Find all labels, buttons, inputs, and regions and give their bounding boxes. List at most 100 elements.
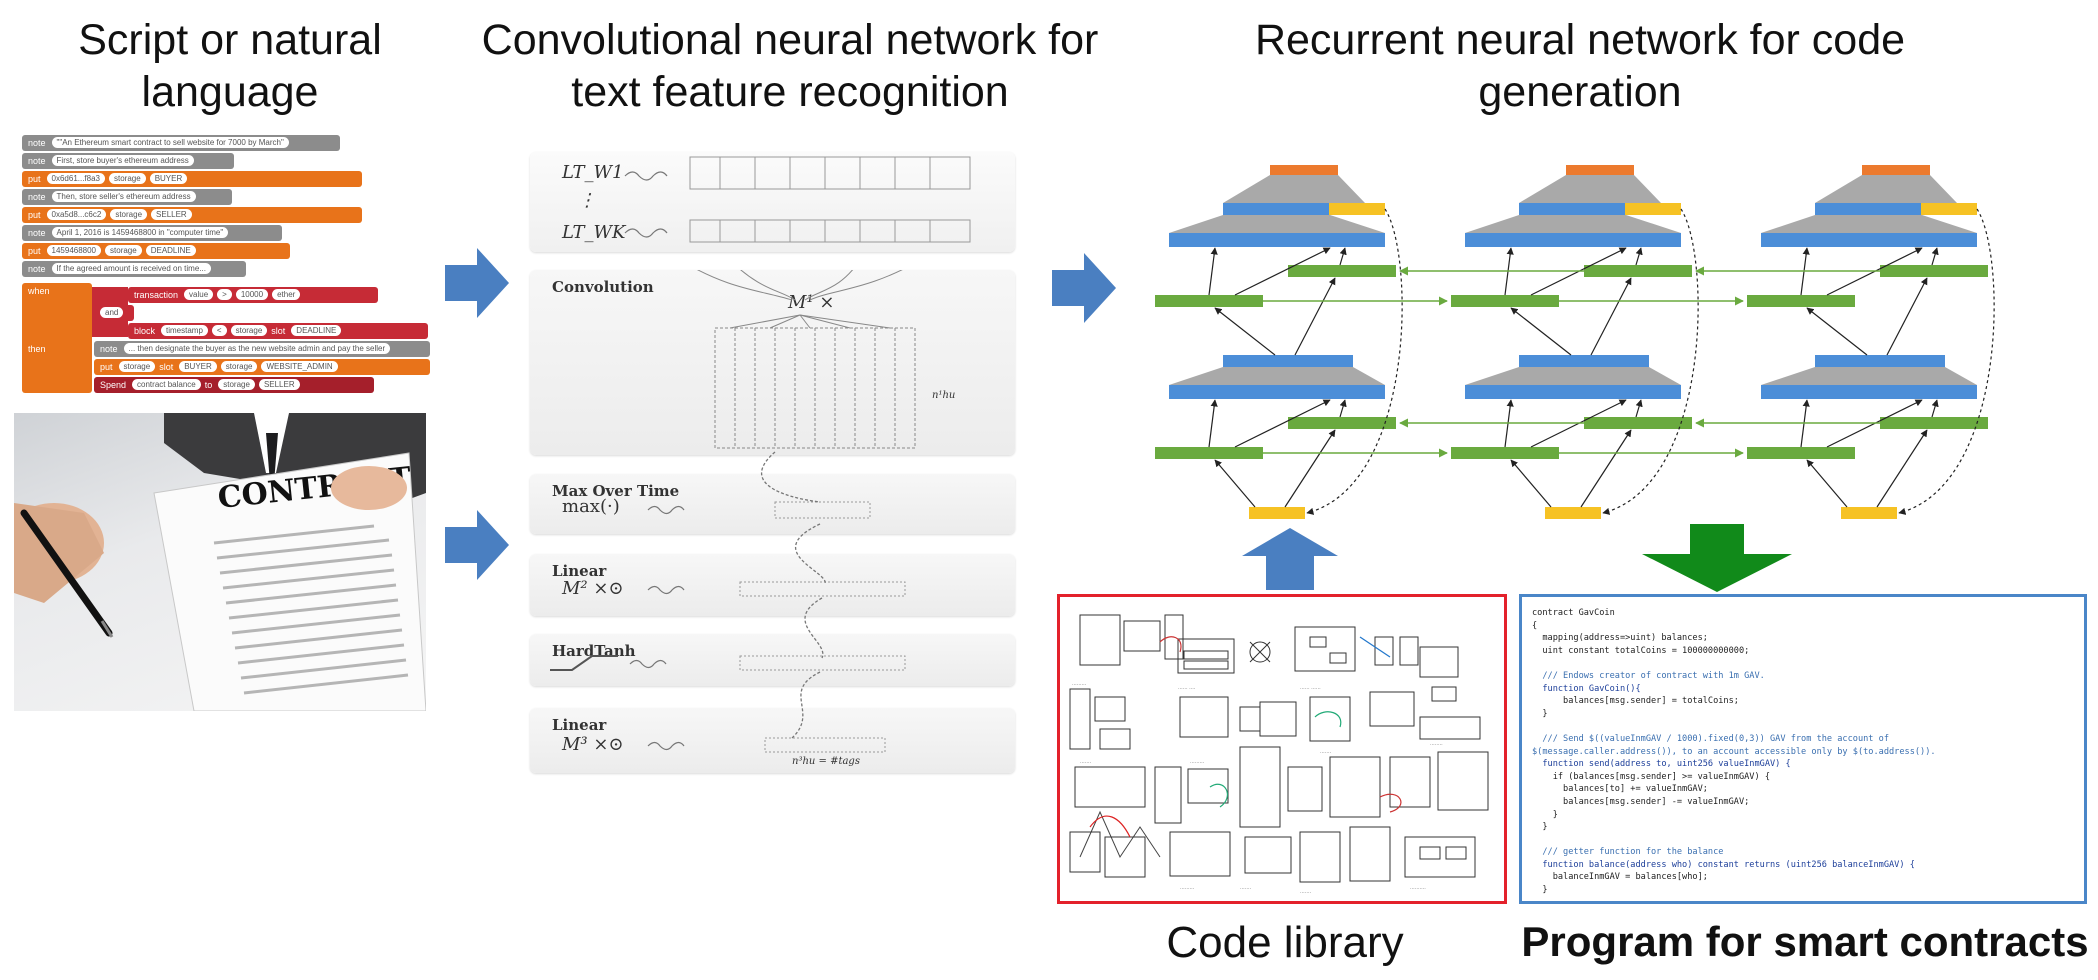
code-line: function send(address to, uint256 valueI… xyxy=(1532,759,1791,770)
rnn-heading-line-2: generation xyxy=(1478,68,1682,116)
svg-text:.........: ......... xyxy=(1190,759,1205,765)
script-blocks-panel: note""An Ethereum smart contract to sell… xyxy=(22,135,430,393)
rnn-unit xyxy=(1451,165,1698,519)
code-library-sketches: ............... .......... ...... ......… xyxy=(1069,614,1489,895)
program-caption: Program for smart contracts xyxy=(1521,918,2089,965)
cnn-dim-label: n¹hu xyxy=(932,390,956,401)
rnn-unit xyxy=(1747,165,1994,519)
rnn-heading-line-1: Recurrent neural network for code xyxy=(1254,16,1906,64)
script-when-label: when xyxy=(22,283,92,299)
code-line: uint constant totalCoins = 100000000000; xyxy=(1532,645,1750,656)
code-line: if (balances[msg.sender] >= valueInmGAV)… xyxy=(1532,771,1770,782)
code-library-box: ............... .......... ...... ......… xyxy=(1057,594,1507,904)
script-then-label: then xyxy=(22,341,92,357)
code-line: $(message.caller.address()), to an accou… xyxy=(1532,746,1936,757)
input-heading-line-2: language xyxy=(141,68,319,116)
cnn-stage-math: M³ ×⊙ xyxy=(562,734,624,755)
cnn-lookup-stage: LT_W1 ⋮ LT_WK xyxy=(530,152,1015,252)
right-arrow-icon xyxy=(445,248,509,318)
input-heading-line-1: Script or natural xyxy=(78,16,382,64)
svg-text:.......: ....... xyxy=(1320,749,1332,755)
code-line: balances[msg.sender] = totalCoins; xyxy=(1532,696,1739,707)
code-line: } xyxy=(1532,822,1548,833)
cnn-stage-label: Convolution xyxy=(552,278,654,296)
svg-text:...... ......: ...... ...... xyxy=(1300,685,1321,691)
cnn-stage-label: Linear xyxy=(552,562,607,580)
cnn-convolution-grid xyxy=(697,270,916,449)
cnn-linear-stage: Linear M³ ×⊙ n³hu = #tags xyxy=(530,708,1015,773)
svg-text:.......: ....... xyxy=(1080,759,1092,765)
hardtanh-curve-icon xyxy=(550,655,906,671)
script-and-label: and xyxy=(94,305,134,321)
cnn-output-cells xyxy=(647,737,886,753)
cnn-linear-stage: Linear M² ×⊙ xyxy=(530,554,1015,616)
smart-contract-code: contract GavCoin { mapping(address=>uint)… xyxy=(1522,597,2084,901)
contract-photo: CONTRACT xyxy=(14,413,426,711)
code-line xyxy=(1532,897,2074,901)
rnn-heading: Recurrent neural network for code genera… xyxy=(1235,14,1925,118)
code-line: } xyxy=(1532,885,1548,896)
down-arrow-icon xyxy=(1642,524,1792,592)
script-block: note""An Ethereum smart contract to sell… xyxy=(22,135,340,151)
svg-text:.......: ....... xyxy=(1240,885,1252,891)
svg-text:.........: ......... xyxy=(1072,681,1087,687)
input-heading: Script or natural language xyxy=(40,14,420,118)
rnn-unit xyxy=(1155,165,1403,519)
cnn-max-over-time-stage: Max Over Time max(·) xyxy=(530,474,1015,534)
cnn-lookup-dots: ⋮ xyxy=(578,190,596,211)
cnn-dim-label: n³hu = #tags xyxy=(792,756,860,767)
code-line xyxy=(1532,834,2074,847)
code-library-caption: Code library xyxy=(1166,918,1404,967)
svg-text:.......: ....... xyxy=(1300,889,1312,895)
cnn-hardtanh-stage: HardTanh xyxy=(530,634,1015,686)
svg-text:...... ....: ...... .... xyxy=(1178,685,1196,691)
cnn-lookup-label-2: LT_WK xyxy=(562,222,626,243)
svg-text:........: ........ xyxy=(1430,741,1443,747)
cnn-diagram: LT_W1 ⋮ LT_WK Convolution M¹ × xyxy=(530,152,1015,777)
code-line: { xyxy=(1532,620,1538,631)
cnn-lookup-cells xyxy=(624,156,971,243)
smart-contract-code-box: contract GavCoin { mapping(address=>uint)… xyxy=(1519,594,2087,904)
code-line: /// Send $((valueInmGAV / 1000).fixed(0,… xyxy=(1532,733,1889,744)
cnn-stage-math: M¹ × xyxy=(788,292,835,313)
code-line: balances[to] += valueInmGAV; xyxy=(1532,784,1708,795)
cnn-stage-label: Linear xyxy=(552,716,607,734)
cnn-linear-cells xyxy=(647,581,906,597)
code-line: contract GavCoin xyxy=(1532,608,1615,618)
code-line: balanceInmGAV = balances[who]; xyxy=(1532,872,1708,883)
code-line: /// Endows creator of contract with 1m G… xyxy=(1532,670,1765,681)
code-line: /// getter function for the balance xyxy=(1532,847,1724,858)
cnn-heading: Convolutional neural network for text fe… xyxy=(470,14,1110,118)
cnn-stage-math: M² ×⊙ xyxy=(562,578,624,599)
cnn-stage-math: max(·) xyxy=(562,496,620,517)
rnn-diagram xyxy=(1155,155,1995,525)
up-arrow-icon xyxy=(1242,528,1338,590)
right-arrow-icon xyxy=(445,510,509,580)
svg-text:..........: .......... xyxy=(1410,885,1426,891)
code-line xyxy=(1532,720,2074,733)
code-line: function GavCoin(){ xyxy=(1532,683,1641,694)
svg-text:.........: ......... xyxy=(1180,885,1195,891)
script-when-block xyxy=(22,285,92,393)
code-line: function balance(address who) constant r… xyxy=(1532,859,1915,870)
contract-photo-illustration: CONTRACT xyxy=(14,413,426,711)
code-line: mapping(address=>uint) balances; xyxy=(1532,633,1708,644)
code-line xyxy=(1532,657,2074,670)
script-block: note... then designate the buyer as the … xyxy=(94,341,430,357)
cnn-heading-line-1: Convolutional neural network for xyxy=(481,16,1099,64)
code-line: } xyxy=(1532,809,1558,820)
right-arrow-icon xyxy=(1052,253,1116,323)
code-line: } xyxy=(1532,708,1548,719)
cnn-max-cells xyxy=(647,501,871,519)
